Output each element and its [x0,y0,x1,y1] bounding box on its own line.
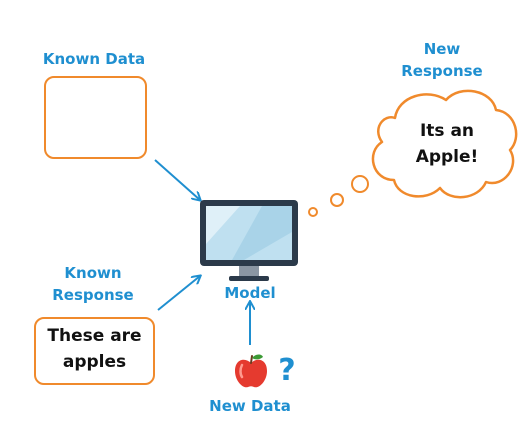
thought-dot-large [351,175,369,193]
new-response-text: Its an Apple! [392,118,502,170]
monitor-icon [200,200,298,281]
known-response-text: These are apples [34,323,155,375]
apple-icon [233,353,269,389]
new-response-label-line1: New [423,40,461,58]
arrow-known-data-to-model [154,159,200,200]
known-data-label: Known Data [42,50,146,68]
known-response-label-line1: Known [64,264,122,282]
thought-cloud [371,89,518,199]
thought-dot-medium [330,193,344,207]
arrow-known-response-to-model [157,276,200,311]
known-response-text-line2: apples [62,352,127,372]
new-data-label: New Data [209,397,291,415]
known-response-text-line1: These are [47,326,142,346]
question-mark-icon: ? [278,353,296,388]
known-response-label: Known Response [38,262,148,306]
thought-dot-small [308,207,318,217]
known-response-box [34,317,155,385]
new-response-text-line2: Apple! [415,147,479,167]
new-response-text-line1: Its an [419,121,475,141]
known-data-box [44,76,147,159]
model-label: Model [224,284,276,302]
new-response-label: New Response [392,38,492,82]
new-response-label-line2: Response [401,62,483,80]
known-response-label-line2: Response [52,286,134,304]
